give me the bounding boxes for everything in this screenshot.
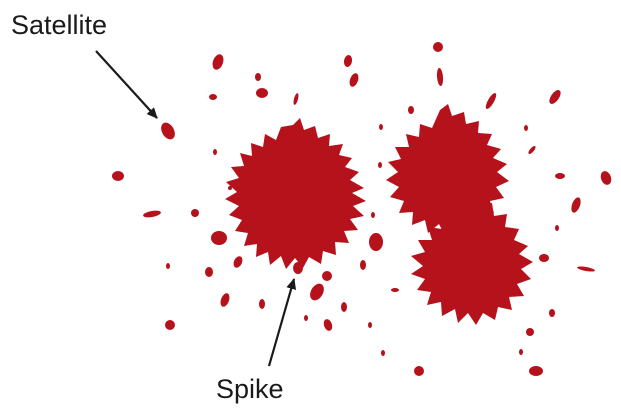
satellite-drop: [165, 320, 175, 330]
satellite-drop: [205, 267, 213, 277]
satellite-drop: [213, 149, 217, 155]
satellite-drop: [219, 292, 231, 308]
satellite-drop: [539, 254, 549, 262]
satellite-drop: [368, 322, 372, 328]
satellite-drop: [158, 120, 177, 142]
satellite-drop: [166, 263, 170, 269]
satellite-drop: [307, 281, 326, 303]
satellite-drop: [555, 173, 565, 179]
satellite-drop: [529, 366, 543, 376]
spike-label: Spike: [216, 374, 284, 404]
satellite-drop: [570, 196, 583, 214]
satellite-drop: [304, 315, 308, 321]
satellite-drop: [211, 53, 226, 71]
left-stain-body: [225, 118, 366, 269]
satellite-drop: [341, 302, 347, 312]
satellite-drop: [436, 68, 444, 86]
satellite-drop: [524, 125, 528, 131]
left-bloodstain: [225, 118, 366, 274]
satellite-drop: [408, 106, 414, 114]
satellite-label: Satellite: [11, 10, 107, 40]
satellite-drop: [348, 72, 360, 88]
satellite-drop: [555, 225, 559, 231]
satellite-drop: [433, 42, 443, 52]
satellite-arrow: [96, 51, 157, 118]
right-bloodstain: [386, 104, 533, 325]
satellite-callout: Satellite: [11, 10, 157, 118]
satellite-drop: [526, 328, 534, 336]
satellite-drop: [371, 212, 375, 218]
satellite-drop: [259, 299, 265, 309]
satellite-drop: [599, 170, 613, 187]
satellite-drop: [293, 93, 300, 106]
satellite-drop: [378, 162, 382, 168]
satellite-drop: [391, 288, 399, 292]
spike-drop: [293, 262, 303, 274]
satellite-drop: [191, 209, 199, 217]
satellite-drop: [369, 233, 383, 251]
satellite-drop: [547, 88, 563, 106]
satellite-drop: [379, 124, 383, 130]
satellite-drop: [414, 366, 424, 376]
satellite-drop: [232, 255, 244, 269]
spike-arrow: [269, 279, 294, 366]
satellite-drop: [256, 88, 268, 98]
satellite-drop: [381, 350, 385, 356]
satellite-drop: [343, 54, 353, 67]
satellite-drop: [527, 145, 536, 155]
satellite-drop: [549, 309, 555, 317]
satellite-drop: [211, 231, 227, 245]
satellite-drop: [143, 209, 162, 218]
satellite-drop: [112, 171, 124, 181]
satellite-drop: [322, 271, 332, 281]
satellite-drop: [519, 349, 523, 355]
satellite-drop: [322, 318, 334, 332]
satellite-drop: [360, 260, 366, 270]
satellite-droplets: [112, 42, 613, 376]
satellite-drop: [228, 186, 232, 190]
satellite-drop: [577, 265, 595, 272]
satellite-drop: [484, 92, 498, 111]
satellite-drop: [209, 94, 217, 100]
satellite-drop: [255, 73, 261, 81]
